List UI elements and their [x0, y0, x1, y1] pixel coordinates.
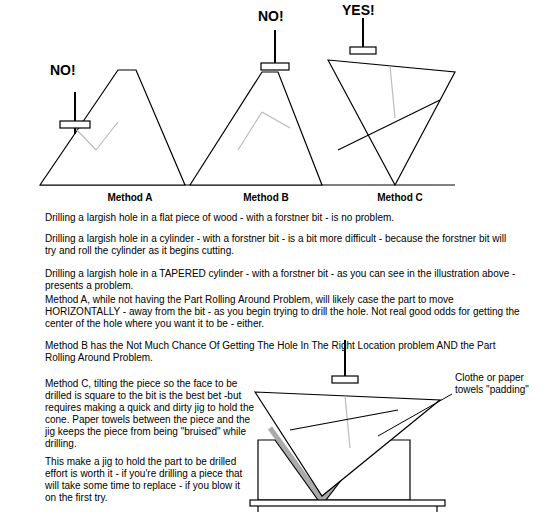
hole-line: [75, 128, 96, 150]
jig-base: [250, 500, 445, 506]
paragraph: This make a jig to hold the part to be d…: [45, 456, 250, 504]
cone: [255, 392, 440, 496]
hole-line: [338, 100, 440, 150]
hole-line: [96, 122, 118, 150]
hole-line: [290, 410, 398, 430]
warning-label: NO!: [50, 62, 90, 78]
hole-line: [345, 396, 350, 448]
paragraph: Drilling a largish hole in a cylinder - …: [45, 233, 515, 257]
forstner-bit: [60, 121, 90, 128]
hole-line: [238, 112, 262, 150]
method-label: Method C: [360, 192, 440, 204]
callout-label: Clothe or paper towels "padding": [455, 372, 545, 396]
jig-foot: [257, 506, 258, 512]
drill-shaft: [362, 18, 364, 47]
drill-shaft: [74, 92, 76, 121]
drill-shaft: [274, 30, 276, 63]
method-label: Method A: [90, 192, 170, 204]
leader-line: [378, 394, 452, 436]
bit-point: [74, 128, 76, 134]
paragraph: Drilling a largish hole in a flat piece …: [45, 212, 530, 224]
cone-c: [328, 60, 455, 185]
method-label: Method B: [226, 192, 306, 204]
hole-line: [262, 112, 290, 128]
forstner-bit: [261, 63, 289, 70]
paragraph: Method A, while not having the Part Roll…: [45, 294, 530, 330]
paragraph: Method C, tilting the piece so the face …: [45, 378, 260, 450]
cone-a: [40, 70, 185, 185]
approval-label: YES!: [342, 2, 388, 18]
warning-label: NO!: [258, 8, 298, 24]
forstner-bit: [350, 47, 376, 54]
paragraph: Drilling a largish hole in a TAPERED cyl…: [45, 268, 520, 292]
forstner-bit: [332, 376, 358, 383]
jig-foot: [436, 506, 437, 512]
cone-b: [190, 72, 322, 185]
hole-line: [390, 66, 395, 118]
paragraph: Method B has the Not Much Chance Of Gett…: [45, 340, 515, 364]
